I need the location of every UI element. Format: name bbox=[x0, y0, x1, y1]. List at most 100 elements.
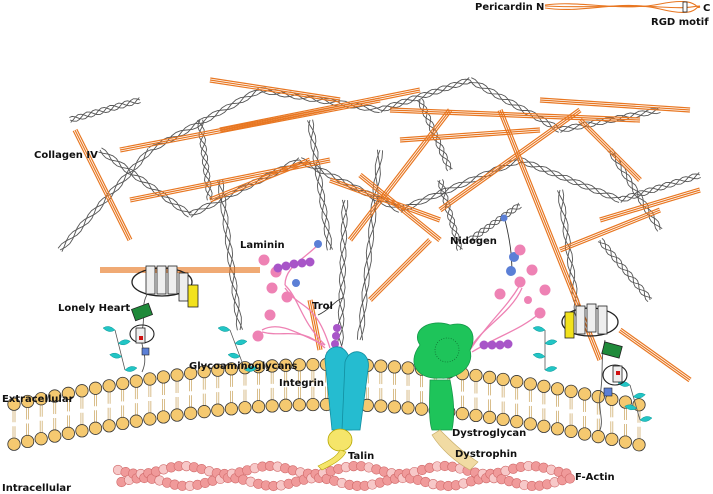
lipid-head bbox=[184, 366, 198, 380]
lipid-head bbox=[387, 360, 402, 374]
lipid-head bbox=[88, 421, 103, 435]
lipid-head bbox=[156, 410, 171, 424]
pericardin-network bbox=[72, 77, 701, 383]
label-glycoaminoglycans: Glycoaminoglycans bbox=[189, 361, 297, 372]
label-extracellular: Extracellular bbox=[2, 394, 74, 405]
lipid-head bbox=[374, 359, 388, 373]
lipid-head bbox=[170, 408, 184, 422]
lipid-head bbox=[578, 387, 592, 401]
lipid-head bbox=[238, 401, 252, 415]
label-collagen-iv: Collagen IV bbox=[34, 150, 98, 161]
lipid-head bbox=[496, 372, 510, 387]
lipid-head bbox=[143, 372, 157, 386]
lipid-head bbox=[482, 370, 497, 384]
lipid-head bbox=[550, 422, 565, 436]
lipid-head bbox=[578, 427, 592, 441]
lonely-heart-right bbox=[561, 303, 628, 431]
lipid-head bbox=[374, 399, 388, 413]
label-dystrophin: Dystrophin bbox=[455, 449, 517, 460]
lipid-head bbox=[170, 368, 184, 382]
lipid-head bbox=[48, 429, 62, 443]
dystroglycan-complex bbox=[413, 322, 479, 471]
lipid-head bbox=[510, 415, 524, 429]
lipid-head bbox=[184, 406, 198, 420]
lipid-head bbox=[469, 408, 483, 423]
lipid-head bbox=[88, 381, 103, 395]
lipid-head bbox=[605, 432, 619, 446]
lipid-head bbox=[20, 434, 35, 449]
lipid-head bbox=[510, 375, 524, 389]
lipid-head bbox=[265, 399, 279, 413]
lipid-head bbox=[387, 400, 402, 414]
lipid-head bbox=[591, 390, 605, 404]
label-talin: Talin bbox=[348, 451, 374, 462]
lipid-head bbox=[591, 430, 605, 444]
laminin-molecule bbox=[252, 240, 331, 349]
lipid-head bbox=[523, 417, 537, 431]
label-nidogen: Nidogen bbox=[450, 236, 497, 247]
lipid-head bbox=[496, 412, 510, 427]
lipid-head bbox=[102, 419, 116, 433]
lipid-head bbox=[564, 384, 578, 398]
lipid-head bbox=[564, 424, 578, 438]
lipid-head bbox=[129, 414, 143, 428]
label-laminin: Laminin bbox=[240, 240, 285, 251]
lipid-head bbox=[48, 389, 62, 403]
lipid-head bbox=[306, 397, 320, 412]
lipid-head bbox=[251, 400, 266, 414]
lipid-head bbox=[7, 397, 21, 411]
lipid-head bbox=[116, 416, 130, 431]
glycoaminoglycan-chains bbox=[102, 326, 653, 422]
lipid-head bbox=[482, 410, 497, 424]
lipid-head bbox=[116, 376, 130, 391]
lipid-head bbox=[143, 412, 157, 426]
lipid-head bbox=[211, 363, 225, 377]
lipid-head bbox=[197, 365, 211, 379]
lipid-head bbox=[20, 394, 35, 409]
lipid-head bbox=[306, 357, 320, 372]
lipid-head bbox=[279, 358, 293, 372]
lipid-head bbox=[75, 424, 89, 438]
lipid-head bbox=[7, 437, 21, 451]
f-actin-filament bbox=[112, 460, 576, 492]
lipid-head bbox=[61, 386, 75, 400]
lipid-head bbox=[34, 392, 48, 406]
lipid-head bbox=[618, 435, 633, 449]
lipid-head bbox=[401, 401, 415, 415]
label-pericardin: Pericardin bbox=[475, 2, 533, 13]
lipid-head bbox=[550, 382, 565, 396]
lipid-head bbox=[129, 374, 143, 388]
integrin-receptor bbox=[317, 346, 369, 471]
label-intracellular: Intracellular bbox=[2, 483, 71, 494]
rgd-motif-marker bbox=[682, 1, 688, 13]
lipid-head bbox=[292, 358, 306, 372]
label-trol: Trol bbox=[312, 301, 333, 312]
lipid-head bbox=[156, 370, 171, 384]
lipid-head bbox=[102, 379, 116, 393]
lipid-head bbox=[279, 398, 293, 412]
lipid-head bbox=[61, 426, 75, 440]
lipid-head bbox=[415, 402, 429, 416]
lipid-head bbox=[537, 379, 551, 393]
lipid-head bbox=[75, 384, 89, 398]
lipid-head bbox=[224, 402, 238, 416]
label-f-actin: F-Actin bbox=[575, 472, 615, 483]
lipid-head bbox=[632, 438, 646, 452]
label-lonely-heart: Lonely Heart bbox=[58, 303, 130, 314]
label-rgd-motif: RGD motif bbox=[651, 17, 709, 28]
lipid-head bbox=[211, 403, 225, 417]
lipid-head bbox=[455, 407, 469, 421]
lipid-head bbox=[292, 398, 306, 412]
pericardin-legend-fibre bbox=[544, 0, 701, 14]
label-n-terminus: N bbox=[536, 2, 544, 13]
lipid-head bbox=[34, 432, 48, 446]
lipid-head bbox=[197, 405, 211, 419]
lipid-head bbox=[469, 368, 483, 383]
lipid-head bbox=[523, 377, 537, 391]
label-dystroglycan: Dystroglycan bbox=[452, 428, 526, 439]
label-integrin: Integrin bbox=[279, 378, 324, 389]
lipid-head bbox=[401, 361, 415, 375]
lipid-head bbox=[537, 419, 551, 433]
